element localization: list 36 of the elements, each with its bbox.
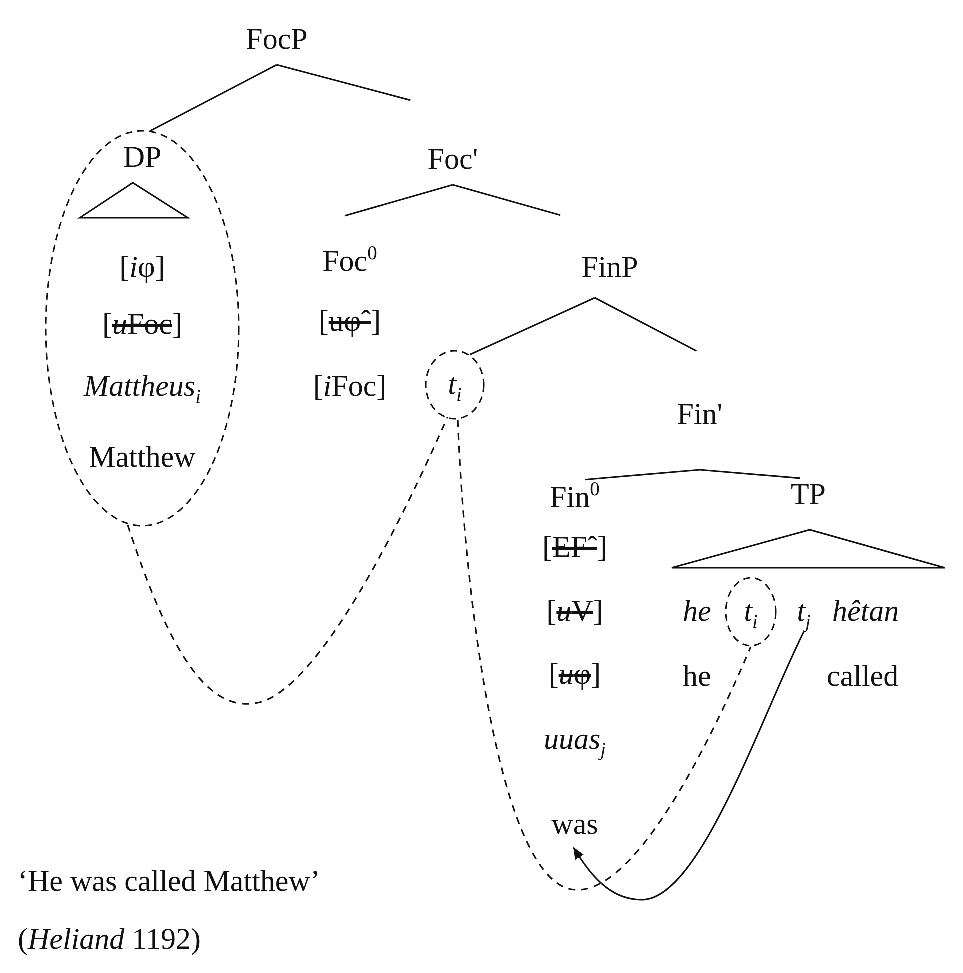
category-label: Foc' (428, 142, 478, 178)
gloss-label: called (827, 659, 899, 695)
branch-line (594, 297, 698, 352)
category-label: Fin$^{0}$ (550, 480, 600, 516)
category-label: Foc$^{0}$ (322, 244, 378, 280)
word-label: hêtan (832, 594, 900, 630)
word-label: Mattheus$_{i}$ (84, 369, 202, 405)
category-label: FocP (246, 22, 308, 58)
branch-line (700, 469, 800, 480)
branch-line (470, 297, 596, 356)
movement-line (127, 416, 449, 705)
branch-line (452, 184, 561, 216)
category-label: DP (123, 140, 162, 176)
trace-label: t$_{j}$ (797, 594, 811, 630)
feature-label: [iFoc] (313, 369, 387, 405)
trace-label: t$_{i}$ (744, 594, 758, 630)
category-label: TP (790, 477, 826, 513)
branch-line (276, 64, 411, 102)
source-citation: (Heliand 1192) (18, 922, 202, 958)
word-label: he (683, 594, 712, 630)
feature-label: [iφ] (120, 250, 166, 286)
gloss-label: Matthew (89, 440, 196, 476)
category-label: FinP (582, 250, 638, 286)
gloss-label: was (552, 807, 598, 843)
branch-line (344, 184, 454, 217)
translation-text: ‘He was called Matthew’ (18, 864, 320, 900)
gloss-label: he (683, 659, 712, 695)
movement-arrow (573, 632, 805, 901)
trace-label: t$_{i}$ (448, 367, 462, 403)
branch-line (150, 64, 278, 132)
branch-line (584, 469, 700, 481)
feature-label: [uφˆ] (318, 304, 382, 340)
movement-line (457, 420, 752, 891)
category-label: Fin' (677, 397, 723, 433)
feature-label: [EFˆ] (542, 530, 608, 566)
word-label: uuas$_{j}$ (544, 722, 606, 758)
